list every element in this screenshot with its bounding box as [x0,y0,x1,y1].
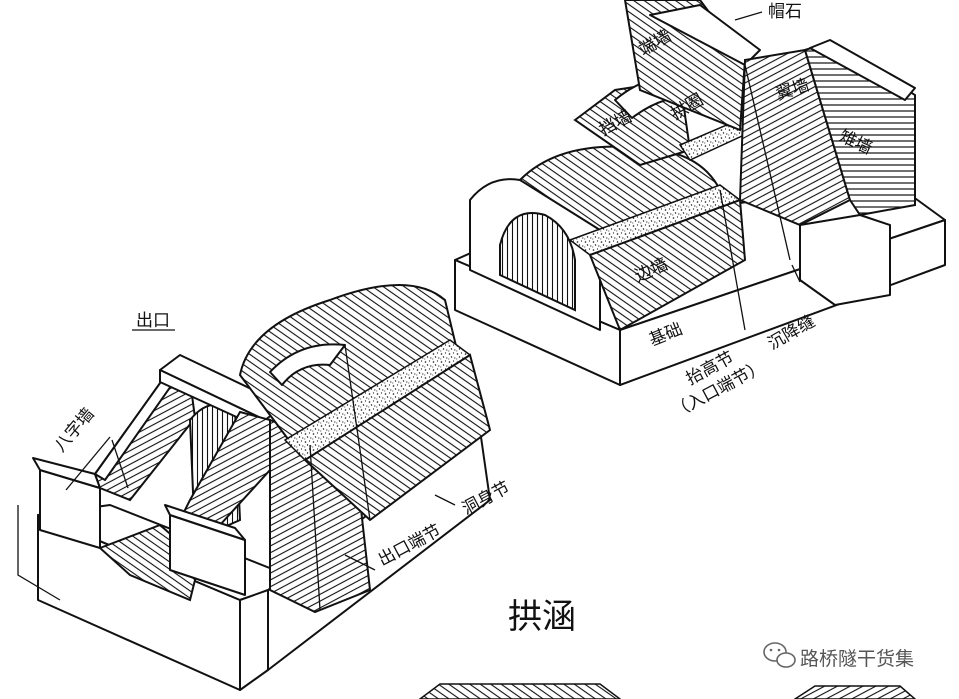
watermark-text: 路桥隧干货集 [800,648,914,670]
right-wing-cap [164,504,246,541]
bottom-fragment-right [793,685,917,699]
right-cap-stone [649,4,761,66]
label-cap-stone: 帽石 [768,2,802,22]
leader-outlet-end [344,554,376,571]
watermark: 路桥隧干货集 [763,642,914,670]
diagram-title: 拱涵 [508,597,576,637]
settlement-joint-line-1 [744,64,791,261]
bottom-fragment-left [418,683,622,699]
right-cone-cap [809,39,916,101]
bottom-fragment [418,683,917,699]
left-body-side-wall [303,353,492,522]
leader-cap-stone [734,11,763,21]
left-culvert [17,284,492,691]
right-culvert [454,0,946,386]
leader-bazi-2 [111,439,129,489]
left-joint-line [344,344,371,521]
leader-bazi-1 [65,436,111,491]
left-joint-line-2 [309,444,321,611]
wechat-icon [763,642,796,668]
right-arch-opening [499,212,576,312]
leader-body [434,494,456,506]
left-foundation-right [239,589,269,691]
label-outlet: 出口 [136,311,170,331]
left-edge-mark [17,505,61,601]
right-raised-block [799,214,891,306]
label-bazi-wall: 八字墙 [51,404,99,456]
right-side-wall [588,198,747,332]
settlement-joint-line-2 [719,189,746,331]
right-wing-wall [738,48,852,227]
leader-settlement [791,264,801,283]
leader-lines [65,11,801,571]
